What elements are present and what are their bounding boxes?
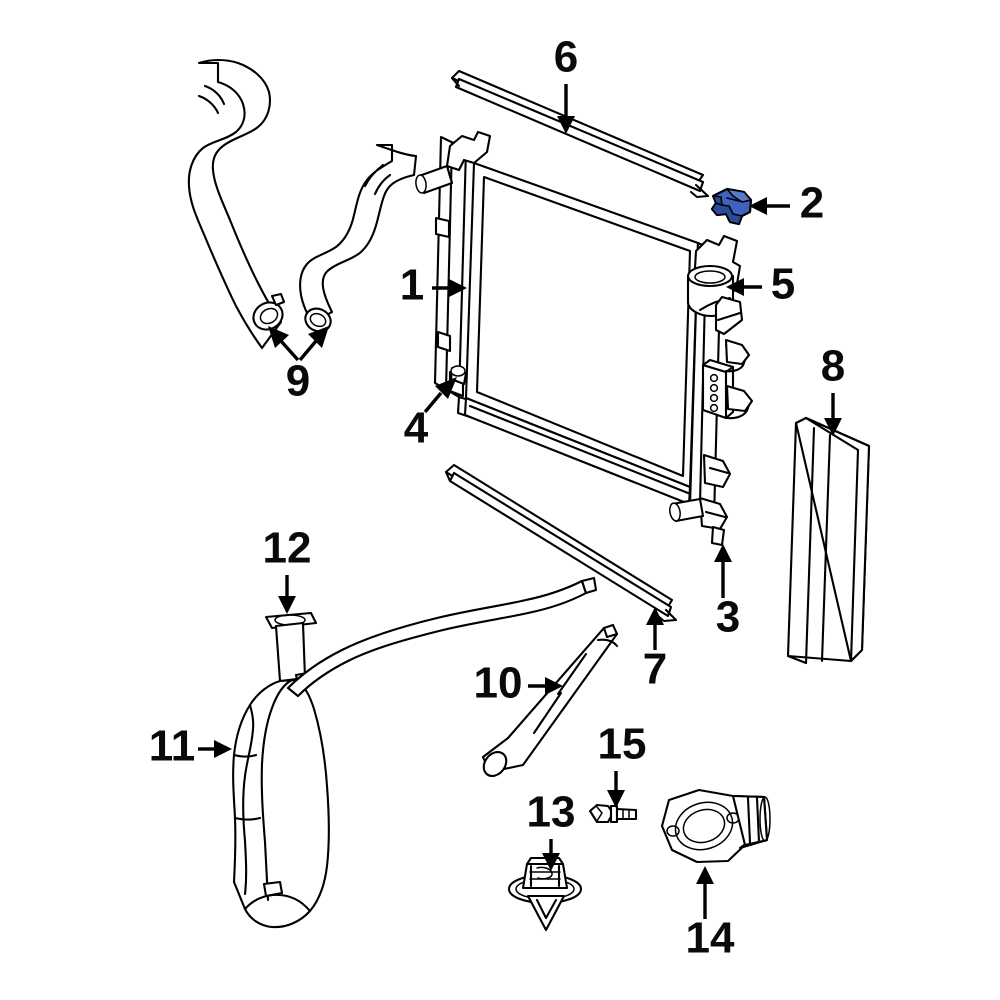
callout-number-7[interactable]: 7: [643, 645, 667, 694]
callout-leader-7: [646, 607, 664, 650]
part-overflow-hose: [286, 576, 598, 698]
callout-leader-14: [696, 866, 714, 919]
callout-leader-8: [824, 393, 842, 436]
callout-leader-11: [198, 740, 232, 758]
callout-number-6[interactable]: 6: [554, 33, 578, 82]
callout-number-2[interactable]: 2: [800, 179, 824, 228]
callout-leader-1: [432, 279, 467, 297]
callout-leader-12: [278, 575, 296, 614]
callout-number-11[interactable]: 11: [149, 722, 196, 771]
callout-leader-3: [714, 544, 732, 598]
callout-number-9[interactable]: 9: [286, 357, 310, 406]
part-lower-air-seal: [444, 463, 678, 623]
callout-leader-13: [542, 839, 560, 871]
callout-leader-6: [557, 84, 575, 134]
callout-number-12[interactable]: 12: [263, 524, 312, 573]
callout-number-3[interactable]: 3: [716, 593, 740, 642]
callout-number-4[interactable]: 4: [404, 404, 429, 453]
part-side-air-seal: [786, 416, 871, 665]
callout-number-15[interactable]: 15: [598, 720, 647, 769]
part-thermostat-housing: [660, 788, 771, 864]
callout-leader-4: [423, 377, 457, 414]
part-radiator-hoses: [187, 58, 418, 350]
callout-leader-5: [726, 278, 762, 296]
part-radiator: [415, 130, 754, 547]
callout-number-13[interactable]: 13: [527, 788, 576, 837]
callout-number-14[interactable]: 14: [686, 914, 735, 963]
callout-number-8[interactable]: 8: [821, 342, 845, 391]
part-radiator-mounting-clip-highlighted: [710, 187, 753, 226]
part-upper-air-seal: [450, 69, 710, 199]
callout-number-1[interactable]: 1: [400, 261, 424, 310]
callout-leader-10: [528, 677, 563, 695]
callout-leader-15: [607, 771, 625, 808]
part-coolant-reservoir: [232, 621, 330, 929]
part-bypass-hose: [481, 623, 619, 778]
part-thermostat: [507, 856, 583, 932]
callout-number-5[interactable]: 5: [771, 260, 795, 309]
callout-leader-9: [268, 326, 329, 362]
callout-leader-2: [749, 197, 790, 215]
callout-number-10[interactable]: 10: [474, 659, 523, 708]
